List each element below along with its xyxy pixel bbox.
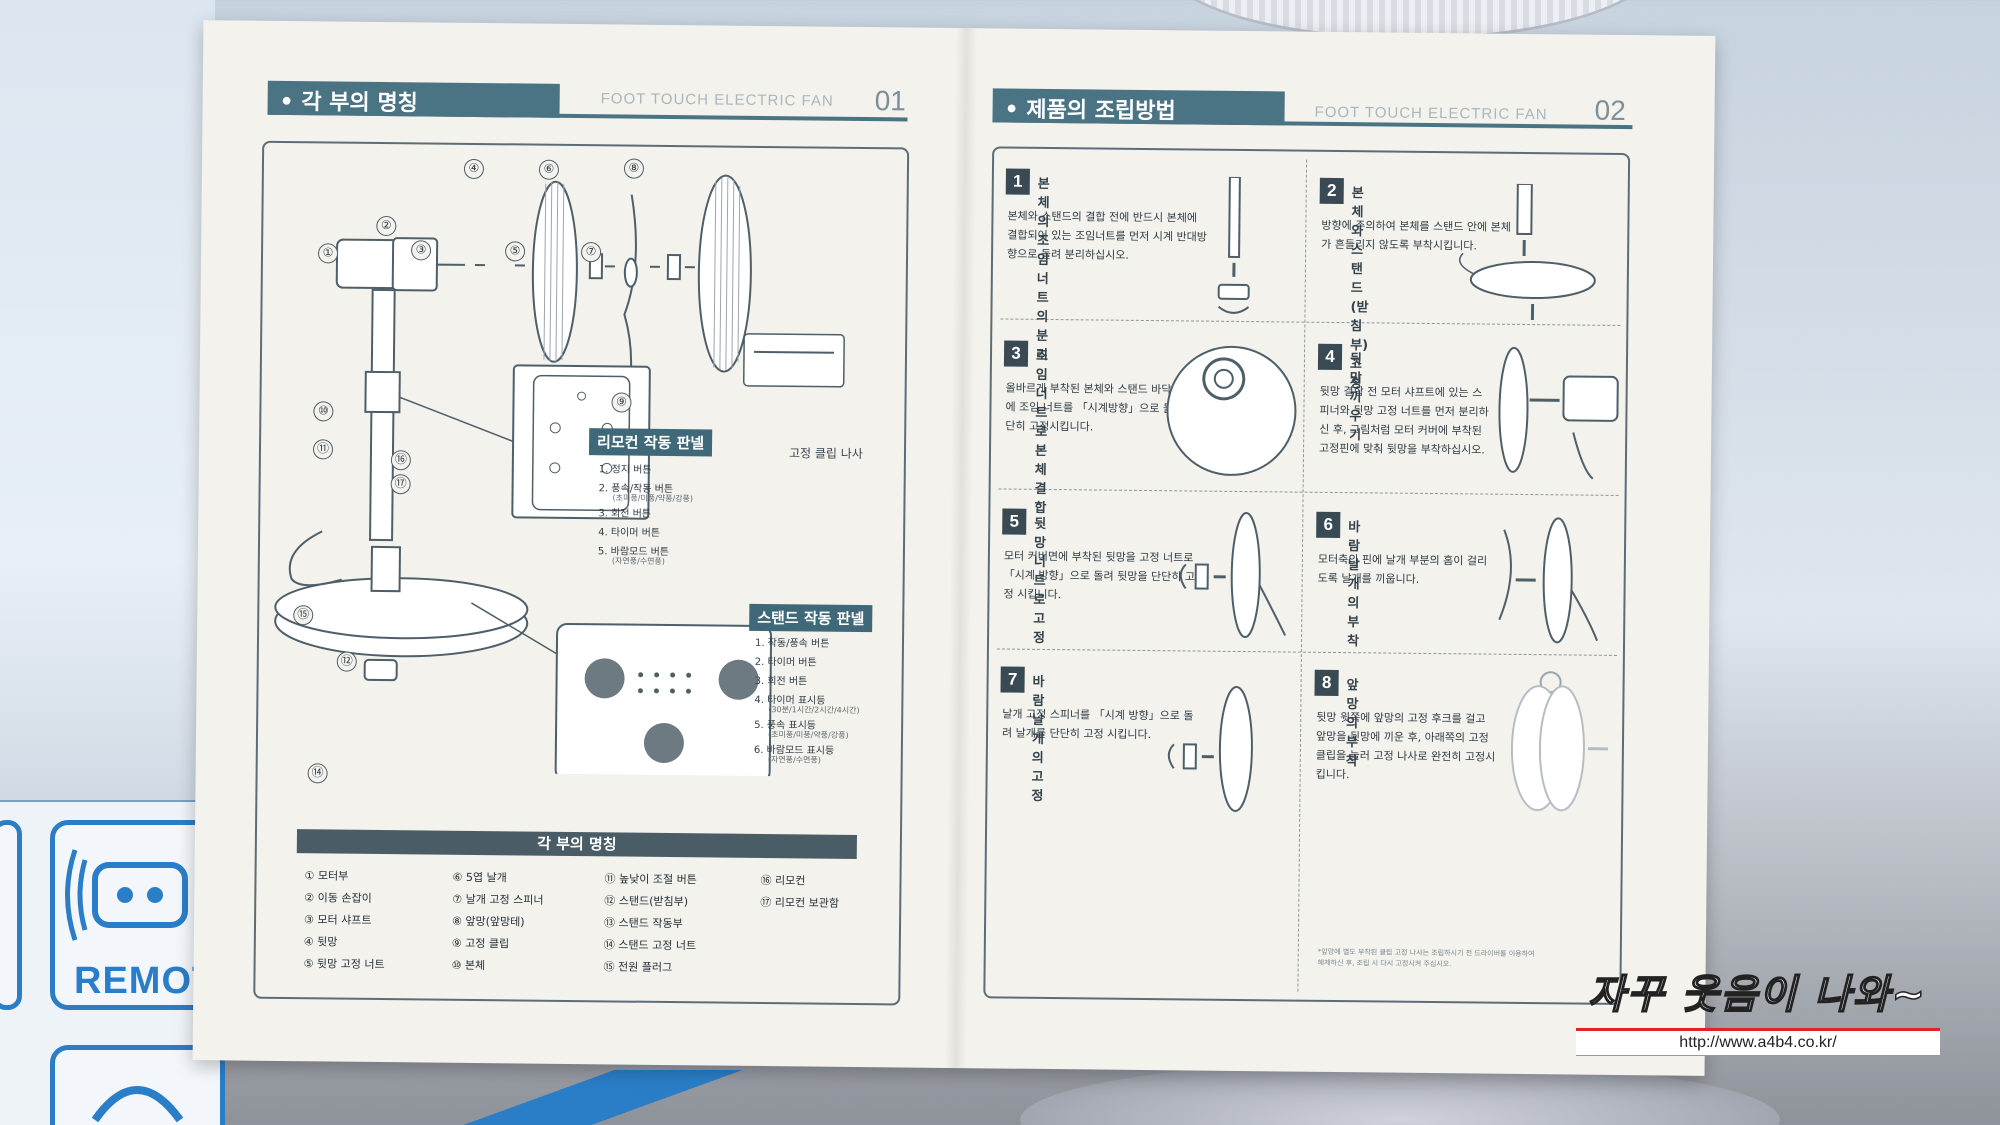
remote-item-3: 3. 회전 버튼 [598,508,652,520]
step-1-illustration [1217,176,1250,314]
callout-1: ① [317,243,339,264]
packaging-remote-text: REMOT [74,960,217,1002]
step-8-illustration [1510,671,1608,812]
source-url: http://www.a4b4.co.kr/ [1576,1028,1940,1056]
step-body: 모터축의 핀에 날개 부분의 홈이 걸리도록 날개를 끼웁니다. [1317,552,1488,586]
remote-control-icon [65,849,188,941]
part-item: ⑥ 5엽 날개 [452,870,507,885]
part-item: ⑫ 스탠드(받침부) [604,894,689,909]
rear-guard-drawing [531,180,578,363]
step-number: 5 [1002,508,1027,535]
part-item: ⑦ 날개 고정 스피너 [452,892,544,907]
callout-12: ⑫ [336,651,357,672]
remote-item-1: 1. 정지 버튼 [598,464,652,476]
stand-item-4-sub: (30분/1시간/2시간/4시간) [768,705,860,716]
fan-pole-drawing [369,288,396,542]
callout-2: ② [376,215,397,237]
part-item: ① 모터부 [304,869,349,883]
right-page-number: 02 [1594,94,1626,127]
stand-item-5-sub: (초미풍/미풍/약풍/강풍) [767,730,849,740]
step-5-illustration [1179,512,1287,639]
step-number: 3 [1003,340,1029,367]
callout-7: ⑦ [580,242,602,263]
part-item: ⑰ 리모컨 보관함 [760,895,840,910]
left-page: • 각 부의 명칭 FOOT TOUCH ELECTRIC FAN 01 [193,20,944,1068]
callout-6: ⑥ [538,159,560,180]
part-item: ⑩ 본체 [451,958,486,973]
parts-column-4: ⑯ 리모컨 ⑰ 리모컨 보관함 [760,870,839,915]
remote-item-5-sub: (자연풍/수면풍) [611,556,665,566]
callout-16: ⑯ [390,450,411,471]
part-item: ⑬ 스탠드 작동부 [603,916,683,931]
blue-stripe-background [330,1070,890,1125]
left-page-number: 01 [874,85,906,117]
part-item: ④ 뒷망 [303,935,338,949]
stand-item-2: 2. 타이머 버튼 [754,656,817,669]
step-3-illustration [1166,345,1297,476]
callout-14: ⑭ [307,763,328,784]
remote-item-2-sub: (초미풍/미풍/약풍/강풍) [612,493,694,504]
step-body: 뒷망 결합 전 모터 샤프트에 있는 스피너와 뒷망 고정 너트를 먼저 분리하… [1318,384,1489,457]
part-item: ⑧ 앞망(앞망테) [451,914,525,929]
callout-5: ⑤ [504,241,526,262]
step-2-illustration [1459,183,1596,321]
part-item: ⑮ 전원 플러그 [603,960,673,975]
parts-column-3: ⑪ 높낮이 조절 버튼 ⑫ 스탠드(받침부) ⑬ 스탠드 작동부 ⑭ 스탠드 고… [603,868,697,979]
step-7-illustration [1167,685,1253,812]
motor-unit-drawing [335,238,401,290]
step-number: 1 [1005,168,1030,195]
callout-8: ⑧ [623,158,645,179]
part-item: ⑨ 고정 클립 [451,936,510,951]
callout-11: ⑪ [312,439,334,460]
overlay-caption: 자꾸 웃음이 나와~ [1587,971,1927,1019]
step-title: 본체의 조임너트의 분리 [1035,176,1050,363]
stand-item-6-sub: (자연풍/수면풍) [767,755,821,765]
part-item: ⑪ 높낮이 조절 버튼 [604,872,697,887]
callout-9: ⑨ [611,392,632,413]
remote-item-4: 4. 타이머 버튼 [598,527,661,539]
fan-exploded-diagram [274,174,845,778]
manual-booklet: • 각 부의 명칭 FOOT TOUCH ELECTRIC FAN 01 [192,20,1716,1076]
step-body: 모터 커버면에 부착된 뒷망을 고정 너트로 「시계 방향」으로 돌려 뒷망을 … [1003,549,1196,602]
remote-panel-title: 리모컨 작동 판넬 [588,428,713,457]
step-number: 4 [1317,343,1343,371]
step-number: 2 [1319,177,1344,205]
part-item: ② 이동 손잡이 [304,891,372,905]
part-item: ⑭ 스탠드 고정 너트 [603,938,697,953]
part-item: ⑤ 뒷망 고정 너트 [303,957,385,972]
callout-15: ⑮ [293,605,314,626]
callout-3: ③ [410,240,432,261]
step-4-illustration [1498,346,1619,480]
assembly-footnote: *앞망에 별도 부착된 클립 고정 나사는 조립하시기 전 드라이버를 이용하여… [1317,947,1535,969]
stand-panel-list: 1. 작동/풍속 버튼 2. 타이머 버튼 3. 회전 버튼 4. 타이머 표시… [754,634,861,767]
step-number: 6 [1316,511,1341,539]
callout-4: ④ [463,158,485,180]
right-page: • 제품의 조립방법 FOOT TOUCH ELECTRIC FAN 02 1 … [965,28,1716,1076]
remote-panel-list: 1. 정지 버튼 2. 풍속/작동 버튼 (초미풍/미풍/약풍/강풍) 3. 회… [598,460,694,568]
stand-item-3: 3. 회전 버튼 [754,675,808,688]
stand-item-1: 1. 작동/풍속 버튼 [754,637,830,650]
rotate-icon [91,1086,184,1123]
parts-column-2: ⑥ 5엽 날개 ⑦ 날개 고정 스피너 ⑧ 앞망(앞망테) ⑨ 고정 클립 ⑩ … [451,867,544,978]
part-item: ③ 모터 샤프트 [304,913,372,927]
rotate-icon-tile [50,1045,225,1125]
step-body: 뒷망 윗쪽에 앞망의 고정 후크를 걸고 앞망을 뒷망에 끼운 후, 아래쪽의 … [1315,710,1496,782]
step-number: 8 [1314,669,1339,697]
step-number: 7 [1000,666,1025,693]
left-brand-text: FOOT TOUCH ELECTRIC FAN [600,90,834,110]
part-item: ⑯ 리모컨 [760,873,806,888]
callout-17: ⑰ [390,474,411,495]
step-6-illustration [1498,517,1598,644]
clip-screw-label: 고정 클립 나사 [788,446,863,462]
stand-panel-title: 스탠드 작동 판넬 [749,603,873,633]
right-brand-text: FOOT TOUCH ELECTRIC FAN [1314,103,1548,124]
callout-10: ⑩ [313,401,334,422]
packaging-tile-edge [0,820,22,1010]
step-body: 본체와 스탠드의 결합 전에 반드시 본체에 결합되어 있는 조임너트를 먼저 … [1007,209,1207,262]
parts-column-1: ① 모터부 ② 이동 손잡이 ③ 모터 샤프트 ④ 뒷망 ⑤ 뒷망 고정 너트 [303,865,385,976]
